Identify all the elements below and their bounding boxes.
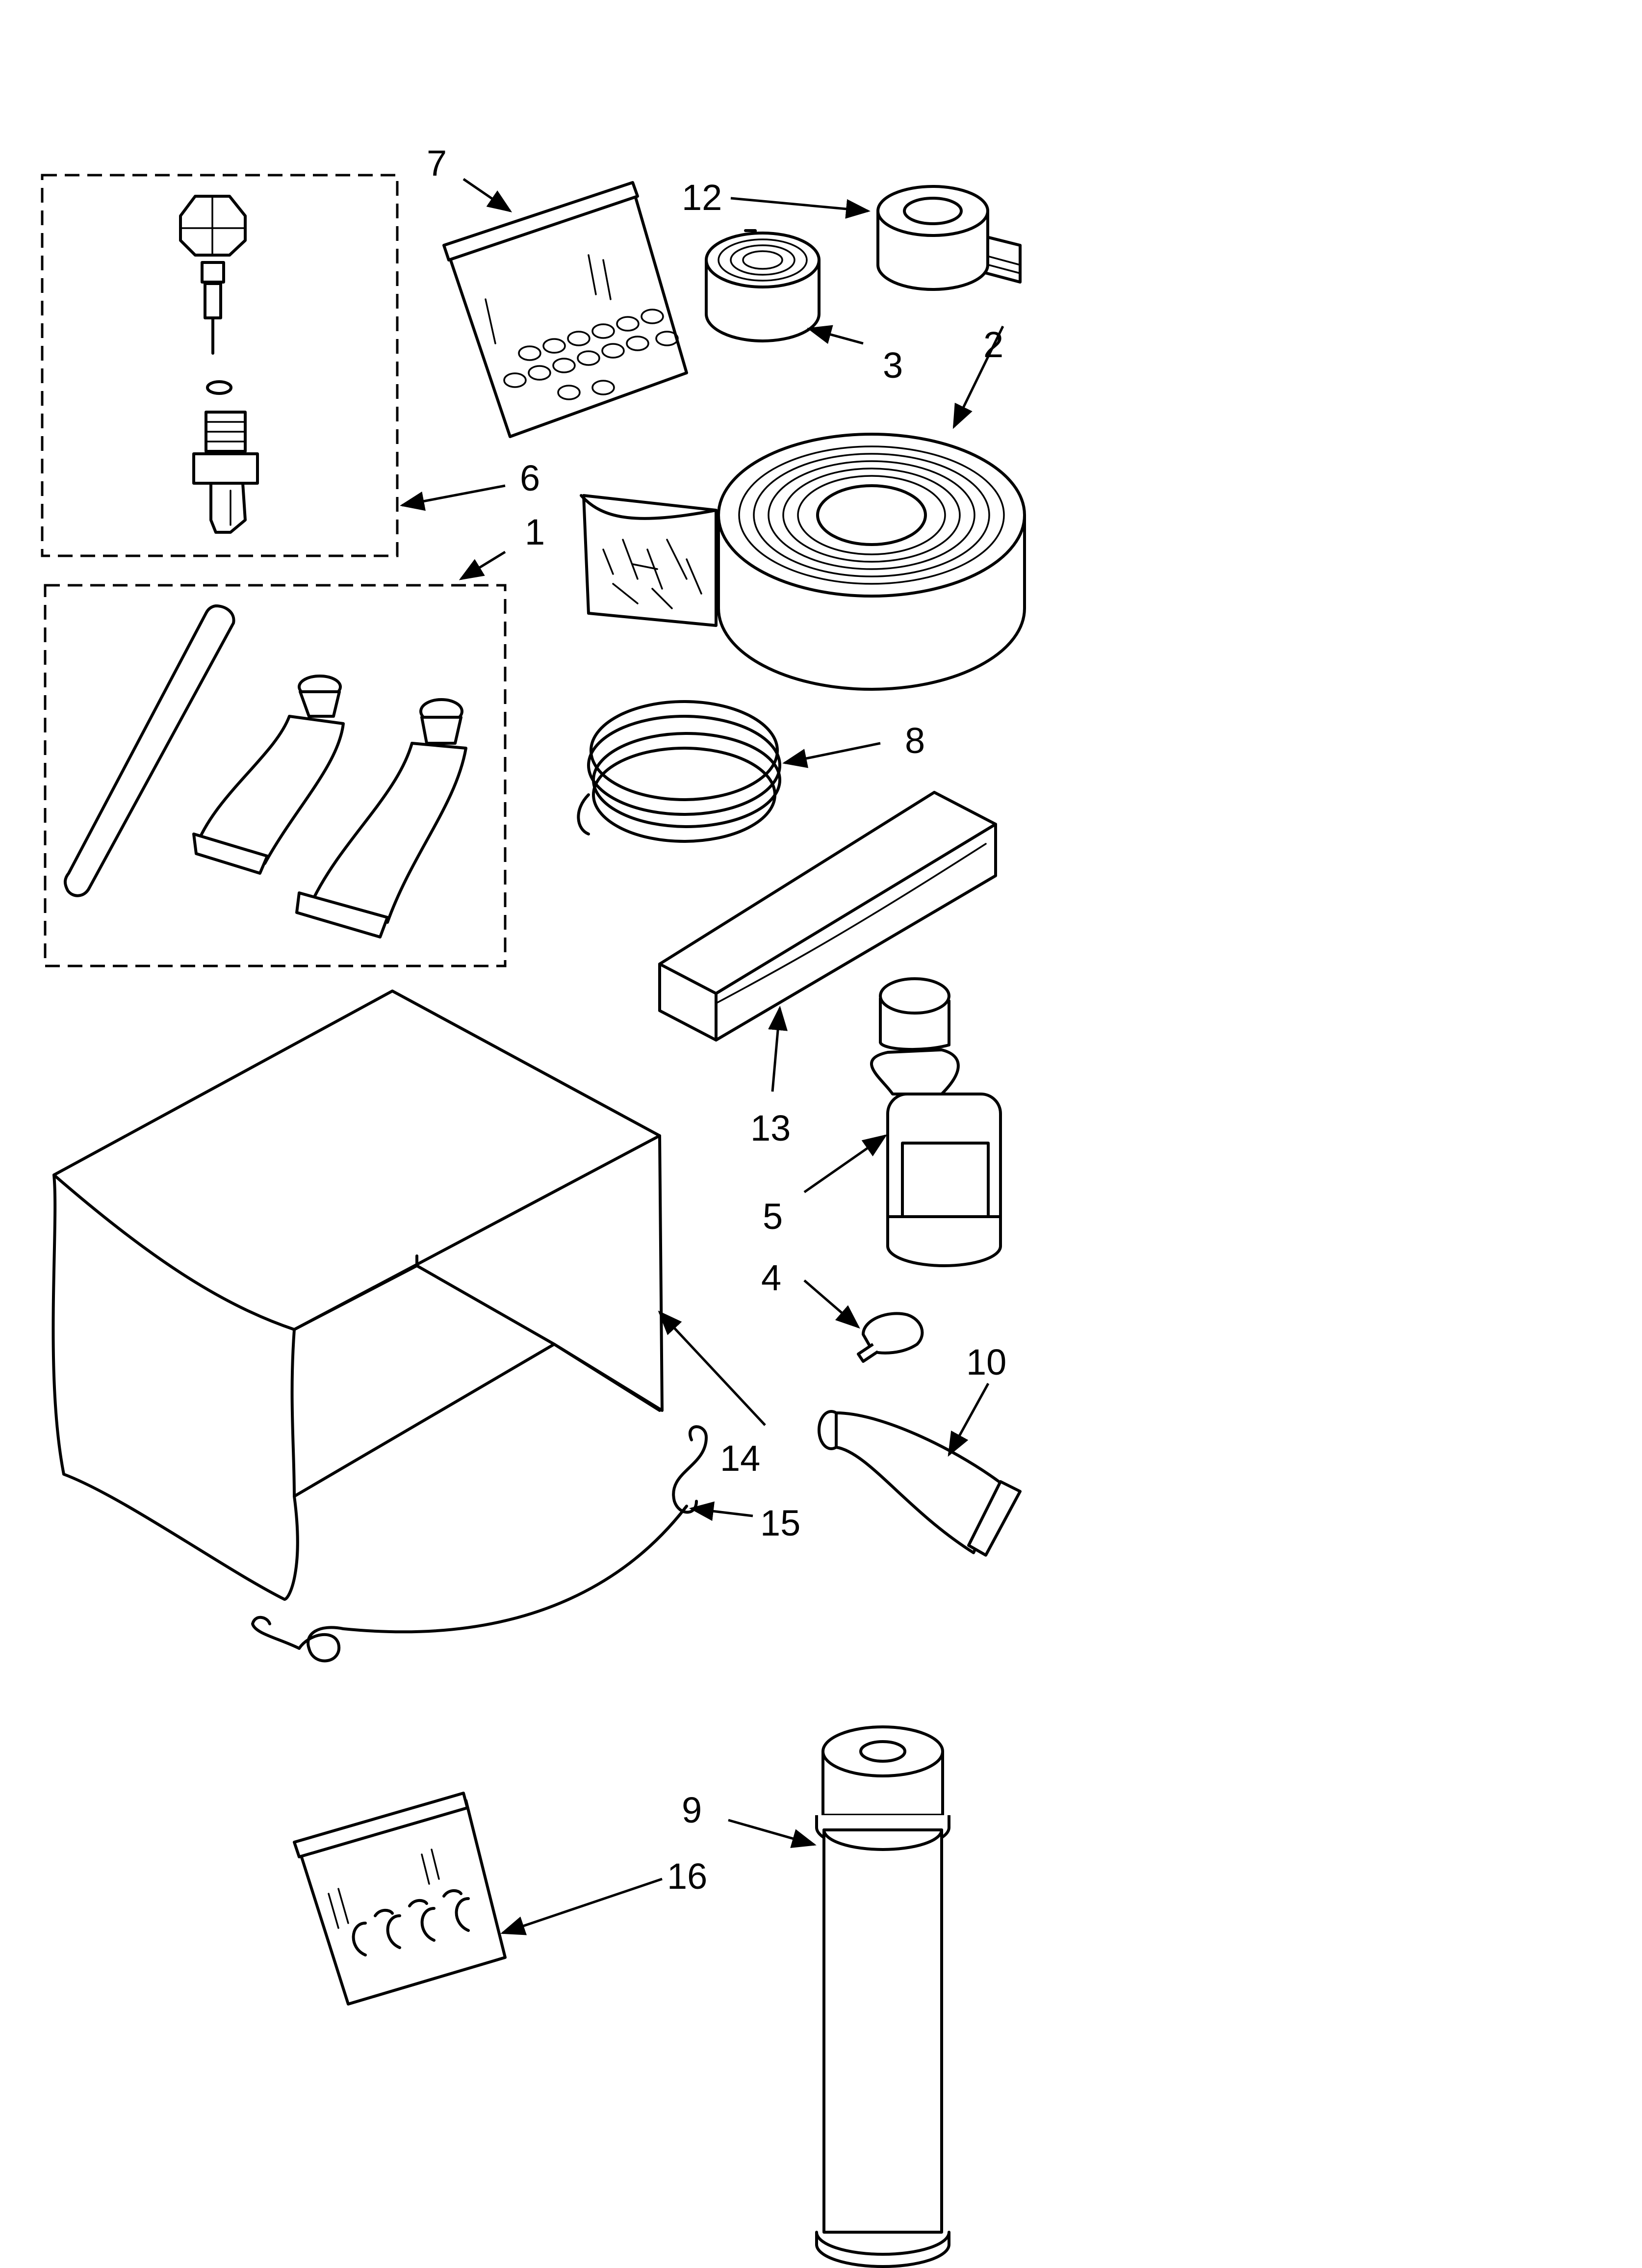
part-2-insulation-roll: [580, 433, 1026, 691]
part-6-group-box: [41, 174, 399, 557]
part-7-screw-bag: [442, 181, 688, 438]
callout-6: 6: [520, 458, 540, 498]
callout-12: 12: [682, 177, 722, 218]
sealant-tube-2: [295, 698, 467, 938]
callout-16: 16: [667, 1856, 707, 1897]
applicator-rod: [64, 604, 235, 897]
part-15-cord: [251, 1425, 708, 1663]
callout-10: 10: [966, 1342, 1006, 1382]
part-12-tape-roll: [876, 185, 1022, 291]
part-13-foam-block: [658, 791, 997, 1042]
callout-5: 5: [763, 1196, 783, 1237]
part-1-kit: [44, 584, 507, 967]
callout-14: 14: [720, 1438, 760, 1479]
part-14-cover: [51, 990, 664, 1601]
callout-13: 13: [750, 1108, 791, 1148]
callout-3: 3: [883, 345, 903, 386]
part-8-wire-coil: [577, 700, 781, 843]
part-4-plug: [857, 1312, 924, 1363]
callout-7: 7: [427, 143, 447, 183]
callout-9: 9: [682, 1790, 702, 1830]
part-1-group-box: [44, 584, 507, 967]
part-10-small-tube: [818, 1410, 1022, 1557]
part-3-small-roll: [705, 229, 821, 342]
callout-15: 15: [760, 1503, 800, 1543]
callout-arrows: [400, 178, 1004, 1935]
part-16-clip-bag: [293, 1792, 507, 2006]
part-5-bottle: [870, 977, 1002, 1267]
sealant-tube-1: [192, 675, 345, 875]
part-6-valve-assembly: [41, 174, 399, 557]
callout-labels: 7 12 3 2 6 1 8 13 5 4 10 14 15 9 16: [427, 143, 1006, 1897]
callout-1: 1: [525, 512, 545, 552]
callout-2: 2: [983, 324, 1003, 365]
part-9-spray-can: [815, 1725, 950, 2268]
callout-8: 8: [905, 720, 925, 761]
callout-4: 4: [761, 1257, 781, 1298]
